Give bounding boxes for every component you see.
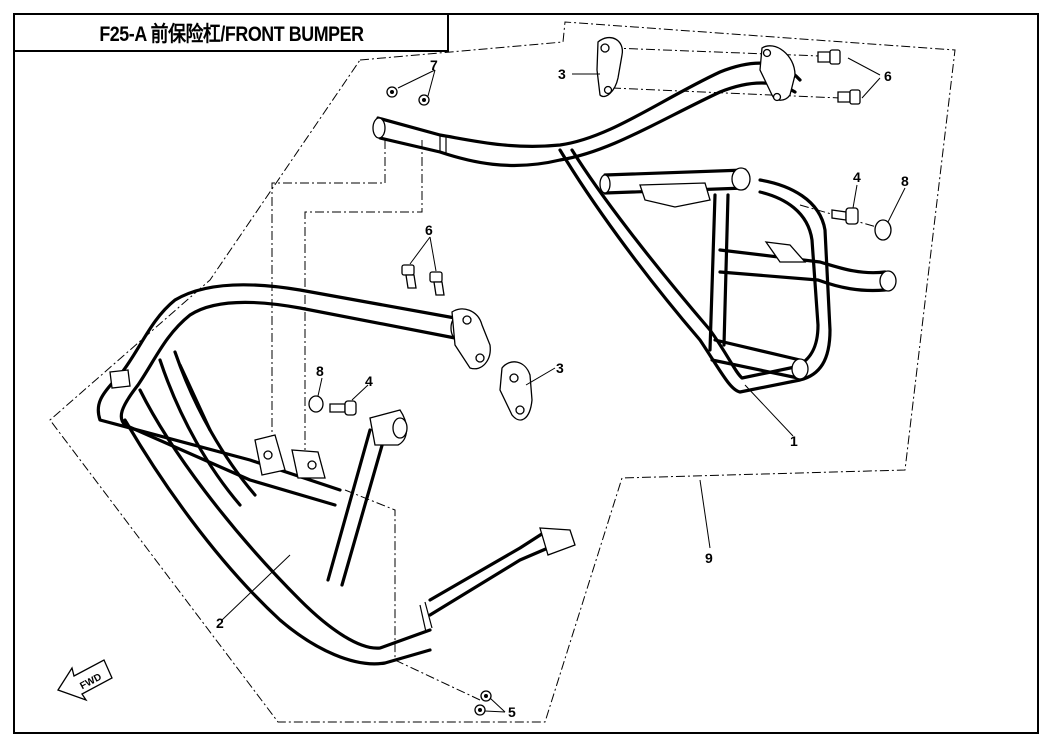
page-title: F25-A 前保险杠/FRONT BUMPER bbox=[98, 22, 364, 46]
title-box: F25-A 前保险杠/FRONT BUMPER bbox=[13, 13, 449, 52]
callout-7: 7 bbox=[430, 57, 438, 73]
alignment-line-top-bolt bbox=[611, 47, 821, 57]
part-7-nuts bbox=[386, 86, 430, 106]
callout-6-middle: 6 bbox=[425, 222, 433, 238]
alignment-line-left-2 bbox=[304, 140, 423, 450]
fwd-arrow-icon: FWD bbox=[57, 659, 113, 702]
alignment-line-left bbox=[271, 140, 386, 440]
callout-8-left: 8 bbox=[316, 363, 324, 379]
alignment-line-bottom bbox=[344, 489, 481, 701]
part-6-bolts-middle bbox=[401, 264, 445, 296]
part-3-clamp-middle bbox=[451, 308, 533, 421]
drawing-frame bbox=[13, 13, 1039, 734]
leader-lines bbox=[221, 57, 906, 713]
assembly-boundary bbox=[49, 21, 956, 723]
callout-3-top: 3 bbox=[558, 66, 566, 82]
callout-8-right: 8 bbox=[901, 173, 909, 189]
callout-2: 2 bbox=[216, 615, 224, 631]
callout-6-right: 6 bbox=[884, 68, 892, 84]
callout-9: 9 bbox=[705, 550, 713, 566]
callout-3-middle: 3 bbox=[556, 360, 564, 376]
callout-4-right: 4 bbox=[853, 169, 861, 185]
part-3-clamp-top-right bbox=[759, 45, 796, 102]
part-4-bolt-left bbox=[329, 400, 357, 416]
part-5-nuts bbox=[474, 690, 492, 716]
alignment-line-top-bolt-2 bbox=[611, 87, 841, 99]
callout-5: 5 bbox=[508, 704, 516, 720]
part-2-front-bumper-lower bbox=[96, 283, 576, 666]
callout-1: 1 bbox=[790, 433, 798, 449]
part-3-clamp-top bbox=[596, 37, 623, 98]
part-8-cap-left bbox=[308, 395, 324, 413]
part-8-cap-right bbox=[874, 219, 892, 241]
part-1-front-bumper-upper bbox=[372, 61, 897, 394]
part-6-bolts-top bbox=[817, 49, 861, 105]
callout-4-left: 4 bbox=[365, 373, 373, 389]
part-4-bolt-right bbox=[831, 207, 859, 225]
